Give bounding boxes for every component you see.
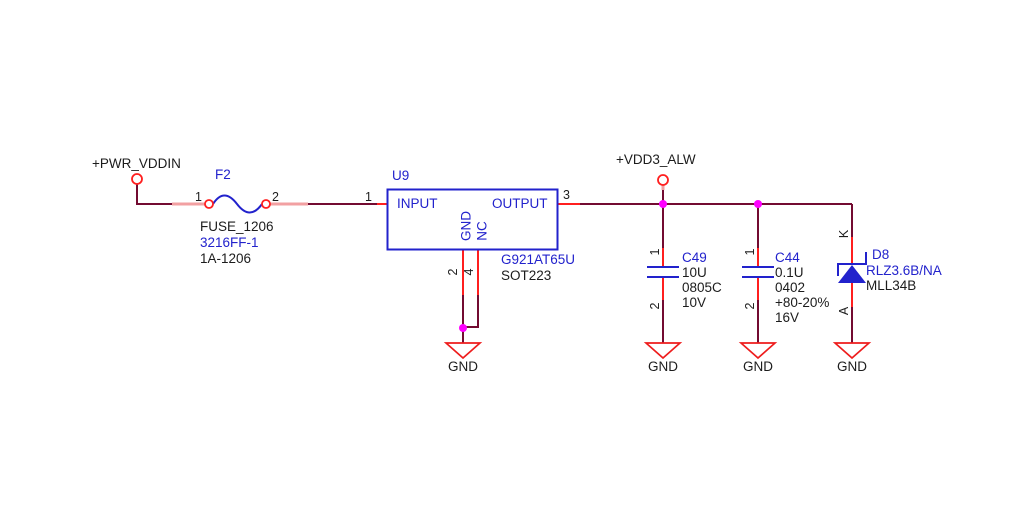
capacitor-symbol-c49 <box>647 266 679 278</box>
junction-dot <box>459 324 467 332</box>
fuse-symbol <box>204 194 271 214</box>
zener-diode-symbol <box>837 252 867 283</box>
gnd-symbol-c49 <box>643 342 683 360</box>
junction-dot <box>754 200 762 208</box>
d8-part-number: RLZ3.6B/NA <box>866 263 942 278</box>
gnd-symbol-c44 <box>738 342 778 360</box>
wire-segment <box>136 184 172 205</box>
c49-value: 10U <box>682 265 707 280</box>
fuse-pin2-circle <box>261 199 271 209</box>
wire-u9-nc <box>463 295 479 328</box>
regulator-body <box>386 188 559 251</box>
wire-net-pwr-vddin <box>136 184 377 205</box>
d8-cathode-label: K <box>836 229 851 239</box>
fuse-refdes: F2 <box>215 167 231 182</box>
regulator-gnd-pin-label: GND <box>458 211 474 241</box>
diode-triangle <box>838 265 866 283</box>
regulator-pin3-number: 3 <box>563 188 570 202</box>
d8-anode-label: A <box>836 306 851 316</box>
c49-refdes: C49 <box>682 250 707 265</box>
gnd-symbol-d8 <box>832 342 872 360</box>
c44-pin1-number: 1 <box>742 248 757 256</box>
fuse-part-number: 3216FF-1 <box>200 235 259 250</box>
net-label-pwr-vddin: +PWR_VDDIN <box>92 156 181 171</box>
power-terminal-vdd3-alw <box>657 174 669 186</box>
junction-dot <box>659 200 667 208</box>
fuse-rating: 1A-1206 <box>200 251 252 266</box>
c49-package: 0805C <box>682 280 722 295</box>
c49-pin1-number: 1 <box>647 248 662 256</box>
gnd-symbol-u9 <box>443 342 483 360</box>
gnd-label-d8: GND <box>837 359 867 374</box>
capacitor-symbol-c44 <box>742 266 774 278</box>
fuse-pin1-number: 1 <box>195 190 202 204</box>
c49-voltage: 10V <box>682 295 707 310</box>
d8-refdes: D8 <box>872 247 890 262</box>
regulator-refdes: U9 <box>392 168 410 183</box>
zener-cathode-bar <box>837 252 867 276</box>
c44-package: 0402 <box>775 280 806 295</box>
gnd-label-u9: GND <box>448 359 478 374</box>
d8-package: MLL34B <box>866 278 917 293</box>
wire-net-vdd3-alw <box>580 190 853 248</box>
regulator-input-pin-label: INPUT <box>397 196 438 211</box>
regulator-package: SOT223 <box>501 268 552 283</box>
fuse-pin2-number: 2 <box>272 190 279 204</box>
gnd-label-c44: GND <box>743 359 773 374</box>
regulator-output-pin-label: OUTPUT <box>492 196 548 211</box>
regulator-pin1-number: 1 <box>365 190 372 204</box>
power-terminal-pwr-vddin <box>131 173 143 185</box>
regulator-pin2-number: 2 <box>445 268 460 276</box>
c49-pin2-number: 2 <box>647 302 662 310</box>
wire-net-gnd <box>462 295 853 343</box>
c44-refdes: C44 <box>775 250 800 265</box>
regulator-part-number: G921AT65U <box>501 252 576 267</box>
fuse-curve <box>212 194 263 214</box>
c44-pin2-number: 2 <box>742 302 757 310</box>
c44-voltage: 16V <box>775 310 800 325</box>
fuse-value: FUSE_1206 <box>200 219 274 234</box>
c44-tolerance: +80-20% <box>775 295 830 310</box>
regulator-pin4-number: 4 <box>461 268 476 276</box>
fuse-pin1-circle <box>204 199 214 209</box>
regulator-nc-pin-label: NC <box>474 221 490 241</box>
c44-value: 0.1U <box>775 265 804 280</box>
net-label-vdd3-alw: +VDD3_ALW <box>616 152 696 167</box>
gnd-label-c49: GND <box>648 359 678 374</box>
regulator-pin-stubs <box>377 203 580 295</box>
